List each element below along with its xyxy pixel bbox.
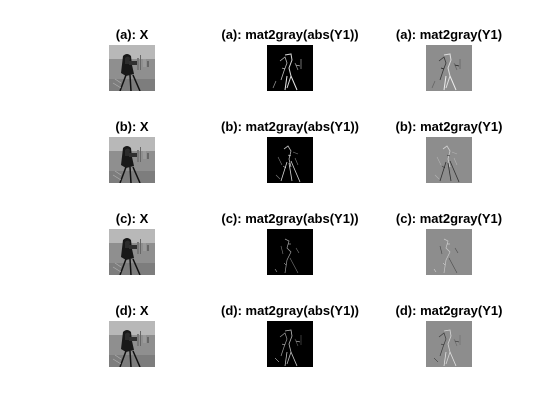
abs-image	[267, 45, 313, 91]
panel-title: (d): mat2gray(Y1)	[395, 303, 503, 318]
panel-title: (b): mat2gray(Y1)	[395, 119, 503, 134]
panel-row1-abs: (a): mat2gray(abs(Y1))	[200, 28, 380, 98]
panel-row4-original: (d): X	[42, 304, 222, 374]
panel-row1-original: (a): X	[42, 28, 222, 98]
original-image	[109, 321, 155, 367]
panel-title: (d): X	[115, 303, 149, 318]
panel-row1-signed: (a): mat2gray(Y1)	[359, 28, 539, 98]
abs-image	[267, 229, 313, 275]
panel-title: (b): X	[115, 119, 149, 134]
panel-title: (d): mat2gray(abs(Y1))	[221, 303, 359, 318]
panel-title: (c): X	[115, 211, 149, 226]
panel-row3-original: (c): X	[42, 212, 222, 282]
panel-title: (c): mat2gray(Y1)	[395, 211, 503, 226]
panel-row4-abs: (d): mat2gray(abs(Y1))	[200, 304, 380, 374]
signed-image	[426, 321, 472, 367]
panel-row2-signed: (b): mat2gray(Y1)	[359, 120, 539, 190]
panel-title: (c): mat2gray(abs(Y1))	[221, 211, 359, 226]
signed-image	[426, 229, 472, 275]
panel-row3-abs: (c): mat2gray(abs(Y1))	[200, 212, 380, 282]
panel-title: (a): mat2gray(Y1)	[395, 27, 503, 42]
panel-title: (a): mat2gray(abs(Y1))	[221, 27, 359, 42]
signed-image	[426, 45, 472, 91]
panel-row3-signed: (c): mat2gray(Y1)	[359, 212, 539, 282]
abs-image	[267, 137, 313, 183]
panel-title: (b): mat2gray(abs(Y1))	[221, 119, 359, 134]
signed-image	[426, 137, 472, 183]
abs-image	[267, 321, 313, 367]
panel-row4-signed: (d): mat2gray(Y1)	[359, 304, 539, 374]
original-image	[109, 137, 155, 183]
panel-row2-original: (b): X	[42, 120, 222, 190]
original-image	[109, 45, 155, 91]
original-image	[109, 229, 155, 275]
panel-row2-abs: (b): mat2gray(abs(Y1))	[200, 120, 380, 190]
panel-title: (a): X	[115, 27, 149, 42]
